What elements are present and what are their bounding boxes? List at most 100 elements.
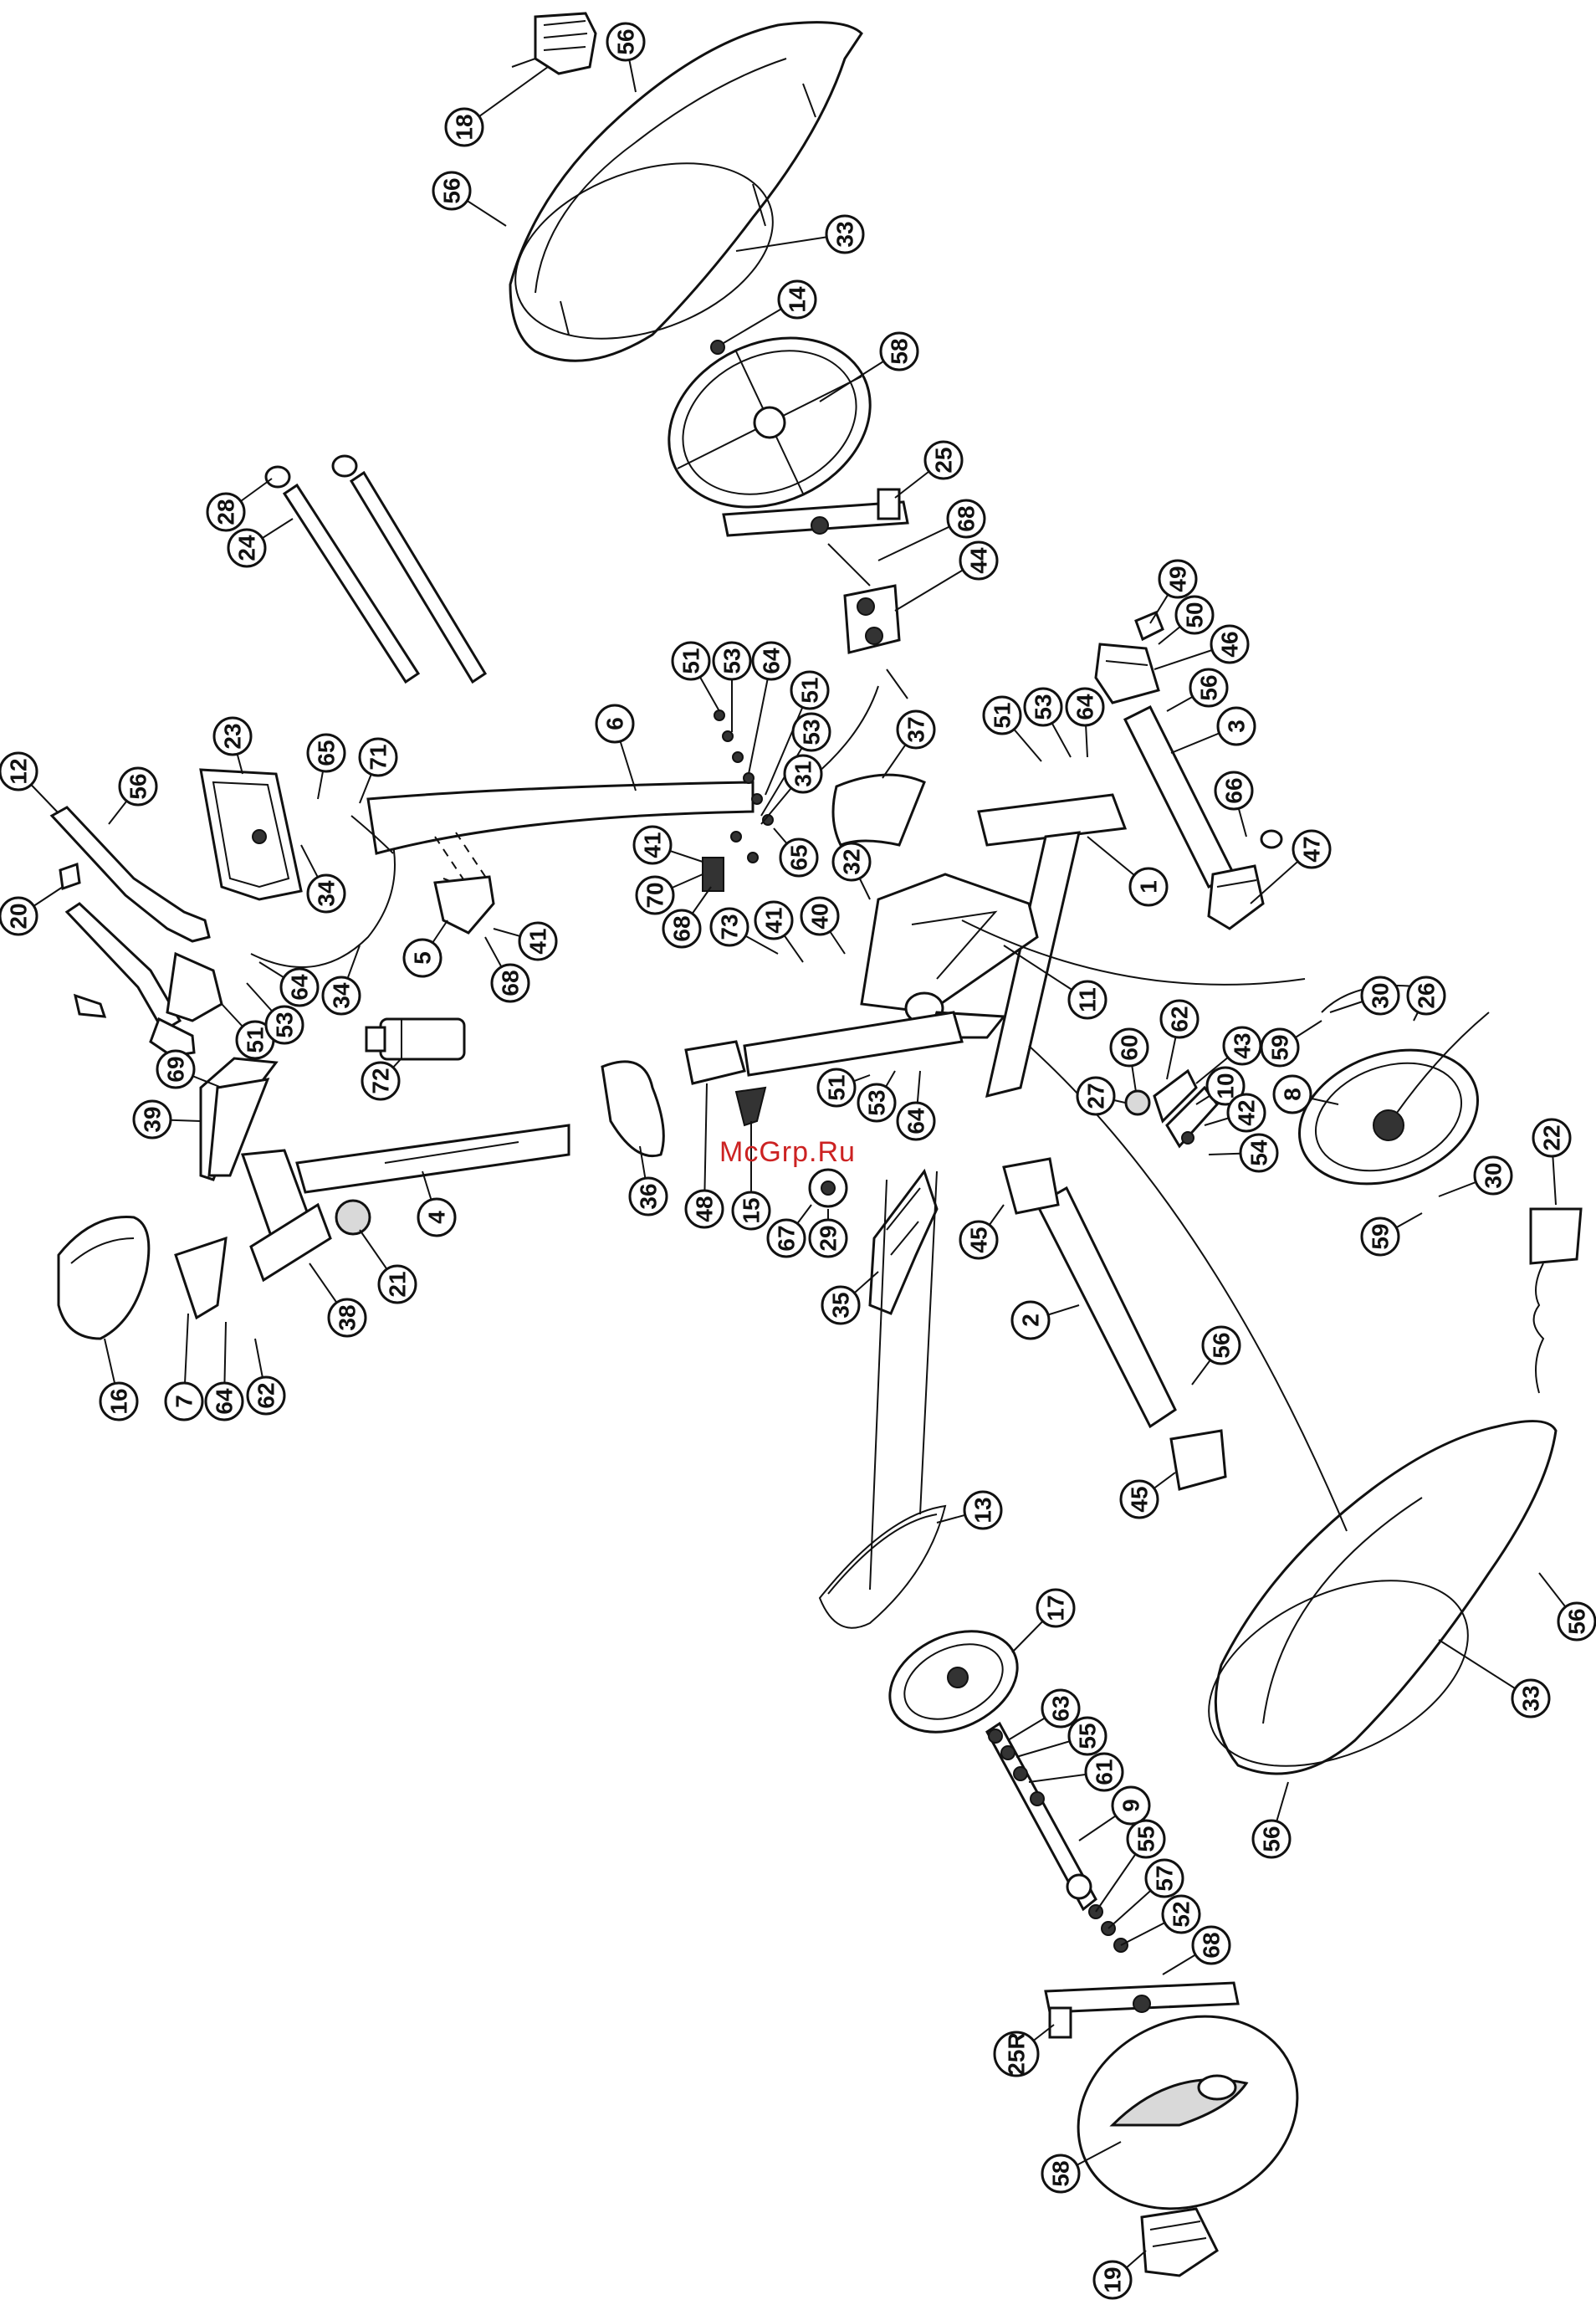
callout-circle	[358, 737, 398, 777]
callout-circle	[1473, 1155, 1513, 1196]
callout-60: 60	[1109, 1027, 1149, 1093]
seat-post-cover-37-drawing	[831, 773, 926, 847]
callout-circle	[417, 1197, 457, 1237]
callout-56: 56	[432, 171, 507, 227]
callout-circle	[1360, 1216, 1400, 1257]
callout-number: 18	[452, 114, 478, 140]
callout-number: 29	[816, 1225, 841, 1251]
callout-circle	[791, 712, 831, 752]
callout-number: 58	[887, 338, 913, 364]
callout-number: 4	[424, 1211, 450, 1224]
callout-45: 45	[1119, 1472, 1176, 1519]
callout-circle	[1201, 1325, 1241, 1365]
callout-circle	[959, 1220, 999, 1260]
callout-circle	[377, 1264, 417, 1304]
callout-number: 58	[1048, 2160, 1074, 2186]
bushing-70-drawing	[702, 857, 724, 892]
axle-9-drawing	[985, 1721, 1128, 1953]
callout-number: 3	[1224, 720, 1250, 733]
callout-36: 36	[628, 1145, 668, 1216]
callout-19: 19	[1092, 2250, 1147, 2300]
callout-15: 15	[731, 1121, 771, 1231]
callout-number: 31	[790, 761, 816, 786]
callout-28: 28	[206, 478, 273, 532]
callout-number: 53	[864, 1089, 890, 1115]
callout-number: 23	[220, 723, 246, 749]
bolt-cluster-upper-drawing	[714, 709, 774, 863]
callout-circle	[857, 1083, 897, 1123]
crank-arm-25R-drawing	[1044, 1981, 1240, 2039]
callout-number: 56	[1209, 1332, 1235, 1358]
callout-circle	[632, 825, 673, 865]
magnet-assembly-drawing	[1124, 1068, 1219, 1149]
callout-number: 53	[799, 719, 825, 745]
callout-53: 53	[712, 641, 752, 732]
callout-circle	[662, 909, 702, 949]
callout-58: 58	[819, 331, 919, 402]
stabilizer-2-drawing	[1036, 1186, 1177, 1429]
callout-circle	[1239, 1133, 1279, 1173]
bellow-36-drawing	[601, 1060, 665, 1158]
callout-number: 53	[719, 648, 745, 674]
callout-circle	[982, 695, 1022, 735]
callout-circle	[1174, 595, 1215, 635]
callout-25: 25	[894, 440, 964, 499]
callout-number: 64	[1072, 694, 1098, 720]
chain-cover-lower-drawing	[1208, 1420, 1558, 1775]
callout-circle	[879, 331, 919, 371]
callout-number: 61	[1092, 1759, 1118, 1785]
bearing-44-drawing	[843, 584, 901, 654]
callout-64: 64	[748, 641, 791, 775]
callout-number: 51	[824, 1074, 850, 1100]
callout-7: 7	[164, 1313, 204, 1421]
callout-30: 30	[1329, 976, 1400, 1016]
callout-circle	[808, 1218, 848, 1258]
callout-circle	[993, 2031, 1040, 2077]
callout-circle	[595, 704, 635, 744]
callout-circle	[783, 754, 823, 794]
callout-number: 50	[1182, 602, 1208, 627]
callout-63: 63	[1007, 1688, 1081, 1741]
callout-circle	[816, 1068, 857, 1108]
pulley-17-drawing	[888, 1630, 1019, 1734]
callout-circle	[825, 214, 865, 254]
callout-circle	[1065, 687, 1105, 727]
callout-number: 64	[212, 1388, 238, 1415]
callout-number: 28	[213, 499, 239, 525]
callout-circle	[946, 499, 986, 539]
callout-circle	[635, 875, 675, 915]
callout-11: 11	[1003, 945, 1107, 1020]
callout-64: 64	[258, 961, 320, 1007]
callout-number: 9	[1118, 1799, 1144, 1812]
callout-62: 62	[1159, 999, 1200, 1080]
callout-16: 16	[99, 1338, 139, 1421]
callout-number: 64	[287, 974, 313, 1001]
callout-leader-line	[703, 1083, 708, 1210]
callout-21: 21	[359, 1229, 417, 1304]
bottle-72-drawing	[365, 1017, 466, 1061]
callout-circle	[684, 1189, 724, 1229]
callout-number: 40	[807, 903, 833, 929]
callout-56: 56	[108, 766, 158, 825]
callout-number: 32	[839, 848, 865, 874]
callout-number: 33	[832, 221, 858, 247]
callout-66: 66	[1214, 771, 1254, 837]
callout-26: 26	[1406, 976, 1446, 1022]
callout-52: 52	[1120, 1894, 1201, 1946]
callout-56: 56	[1166, 668, 1229, 712]
callout-17: 17	[1011, 1588, 1076, 1653]
callout-53: 53	[1023, 687, 1072, 758]
callout-circle	[1226, 1093, 1266, 1133]
callout-49: 49	[1149, 559, 1198, 624]
callout-number: 56	[1564, 1608, 1590, 1634]
callout-circle	[1076, 1076, 1116, 1116]
callout-number: 38	[335, 1304, 361, 1330]
callout-number: 51	[678, 648, 704, 674]
callout-37: 37	[882, 709, 936, 779]
callout-9: 9	[1078, 1785, 1151, 1841]
callout-68: 68	[877, 499, 986, 561]
callout-41: 41	[754, 900, 804, 963]
callout-number: 34	[314, 880, 340, 907]
callout-circle	[0, 896, 38, 936]
